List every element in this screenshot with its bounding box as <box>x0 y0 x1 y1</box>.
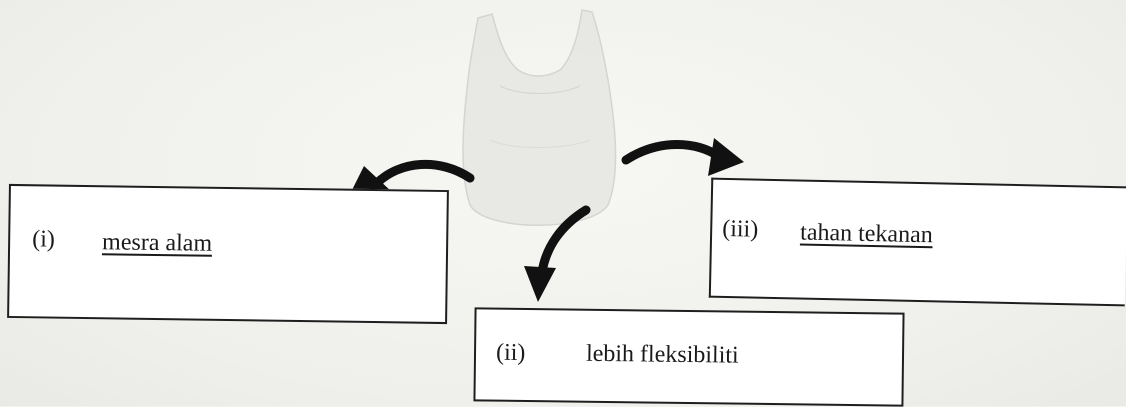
answer-box-iii: (iii) tahan tekanan <box>708 177 1126 307</box>
answer-box-i: (i) mesra alam <box>7 183 449 325</box>
answer-box-ii: (ii) lebih fleksibiliti <box>473 307 905 407</box>
box-answer-ii: lebih fleksibiliti <box>585 340 739 369</box>
box-label-ii: (ii) <box>495 339 526 366</box>
box-label-iii: (iii) <box>721 215 759 243</box>
box-answer-i: mesra alam <box>101 229 213 257</box>
arrow-to-box-ii <box>524 205 591 302</box>
plastic-bag-illustration <box>462 9 617 226</box>
arrow-to-box-i <box>350 159 475 194</box>
arrow-to-box-iii <box>621 138 744 176</box>
box-answer-iii: tahan tekanan <box>799 219 934 249</box>
box-label-i: (i) <box>32 226 56 253</box>
